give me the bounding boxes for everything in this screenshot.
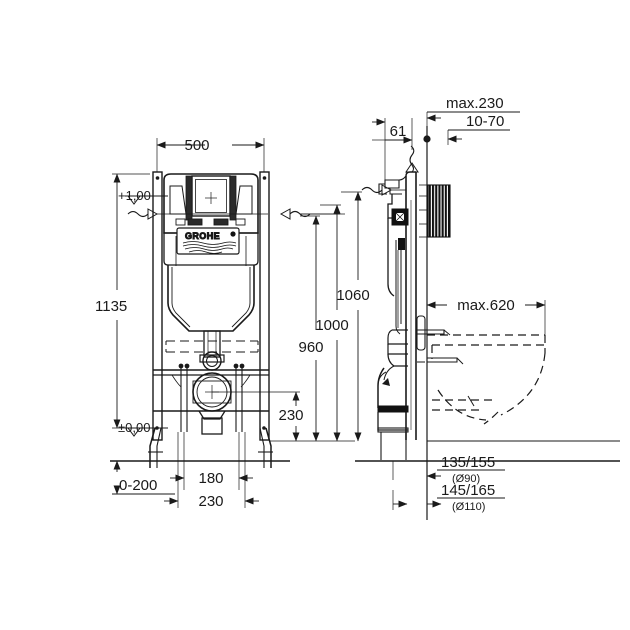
- dim-230-centre: 230: [278, 407, 303, 424]
- front-dimension-labels: 500 1135 +1,00 ±0,00 0-200 180 230: [95, 137, 224, 510]
- vertical-dimension-chain: [212, 191, 362, 442]
- brand-logo-text: GROHE: [185, 231, 220, 241]
- grohe-wave-lines: [182, 241, 237, 254]
- level-plus-one: +1,00: [118, 188, 151, 203]
- level-zero: ±0,00: [118, 420, 150, 435]
- dim-outlet-b-dia: (Ø110): [452, 501, 485, 513]
- dim-outlet-a: 135/155: [441, 454, 495, 471]
- dim-1060: 1060: [336, 287, 369, 304]
- wc-pan-dashed-outline: [427, 334, 546, 425]
- side-outlet-pipework: [377, 315, 426, 460]
- dim-max-620: max.620: [457, 297, 515, 314]
- dim-outlet-230: 230: [198, 493, 223, 510]
- dim-width-500: 500: [184, 137, 209, 154]
- ribbed-connector-block: [419, 184, 451, 238]
- valve-detail-icon: [391, 208, 409, 226]
- side-break-symbol: [361, 184, 406, 196]
- dim-10-70: 10-70: [466, 113, 504, 130]
- vertical-chain-labels: 230 960 1000 1060: [278, 287, 369, 424]
- pan-support-arm: [416, 329, 451, 336]
- side-dimension-lines: [372, 111, 546, 510]
- dim-outlet-180: 180: [198, 470, 223, 487]
- dim-foot-range: 0-200: [119, 477, 157, 494]
- grohe-logo-plate: GROHE: [176, 227, 240, 255]
- wall-origin-dot: [423, 135, 431, 143]
- water-supply-hose: [405, 145, 419, 173]
- wc-outlet-connector: [153, 372, 269, 435]
- dim-960: 960: [298, 339, 323, 356]
- dim-height-1135: 1135: [95, 298, 127, 315]
- dim-1000: 1000: [315, 317, 348, 334]
- side-elevation-view: [355, 126, 620, 520]
- side-dimension-labels: 61 max.230 10-70 max.620 135/155 (Ø90) 1…: [390, 95, 515, 513]
- flush-plate-recess: [169, 175, 253, 226]
- dim-max-230: max.230: [446, 95, 504, 112]
- wc-pan-detail-lines: [427, 357, 475, 407]
- dim-outlet-a-dia: (Ø90): [452, 473, 480, 485]
- flush-pipe: [199, 330, 225, 363]
- frame-uprights: [152, 171, 270, 441]
- dim-outlet-b: 145/165: [441, 482, 495, 499]
- front-elevation-view: GROHE: [110, 171, 290, 468]
- dim-61: 61: [390, 123, 407, 140]
- pan-bolt-studs: [171, 363, 251, 432]
